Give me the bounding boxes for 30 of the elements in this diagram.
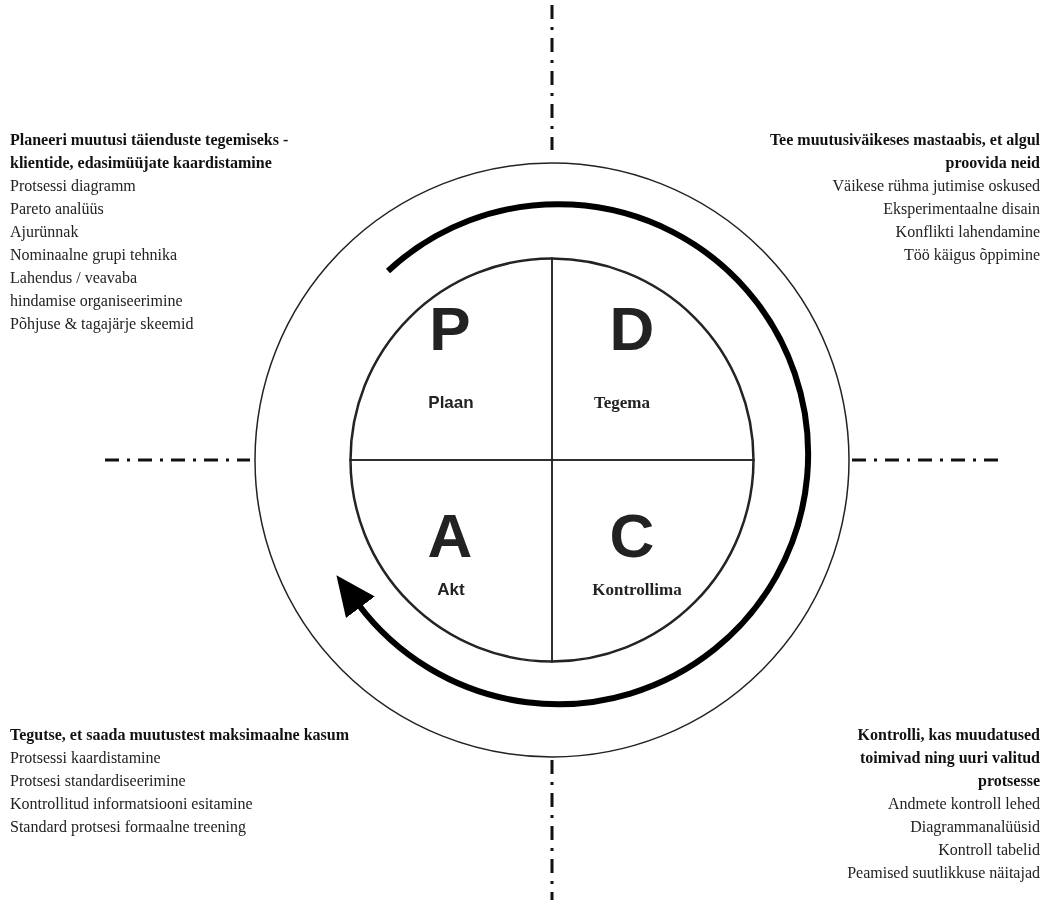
heading-text: Kontrolli, kas muudatused toimivad ning uuri valitud protsesse: [856, 725, 1040, 792]
list-item: Eksperimentaalne disain: [883, 199, 1040, 220]
list-item: Väikese rühma jutimise oskused: [832, 176, 1040, 197]
heading-text: Planeeri muutusi täienduste tegemiseks - klientide, edasimüüjate kaardistamine: [10, 130, 290, 174]
quadrant-label: Kontrollima: [591, 580, 683, 600]
list-item: Protsessi diagramm: [10, 176, 137, 197]
quadrant-label: Plaan: [427, 393, 475, 413]
quadrant-label: Tegema: [593, 393, 651, 413]
quadrant-label: Akt: [436, 580, 466, 600]
quadrant-letter: D: [608, 298, 656, 360]
list-item: Protsesi standardiseerimine: [10, 771, 187, 791]
heading-text: Tee muutusiväikeses mastaabis, et algul proovida neid: [768, 130, 1040, 174]
quadrant-letter: C: [608, 505, 656, 567]
list-item: Pareto analüüs: [10, 199, 105, 219]
list-item: Kontrollitud informatsiooni esitamine: [10, 794, 254, 814]
quadrant-letter: P: [428, 298, 472, 360]
list-item: Protsessi kaardistamine: [10, 748, 162, 768]
list-item: Kontroll tabelid: [938, 840, 1040, 860]
list-item: Ajurünnak: [10, 222, 80, 243]
list-item: Peamised suutlikkuse näitajad: [847, 863, 1040, 884]
list-item: Töö käigus õppimine: [904, 245, 1040, 266]
list-item: Konflikti lahendamine: [895, 222, 1040, 242]
list-item: Nominaalne grupi tehnika: [10, 245, 179, 266]
list-item: Andmete kontroll lehed: [888, 794, 1040, 814]
quadrant-letter: A: [426, 505, 474, 567]
list-item: Põhjuse & tagajärje skeemid: [10, 314, 195, 335]
list-item: Lahendus / veavaba hindamise organiseerimine: [10, 268, 184, 312]
list-item: Standard protsesi formaalne treening: [10, 817, 247, 838]
heading-text: Tegutse, et saada muutustest maksimaalne kasum: [10, 725, 350, 746]
list-item: Diagrammanalüüsid: [910, 817, 1040, 838]
